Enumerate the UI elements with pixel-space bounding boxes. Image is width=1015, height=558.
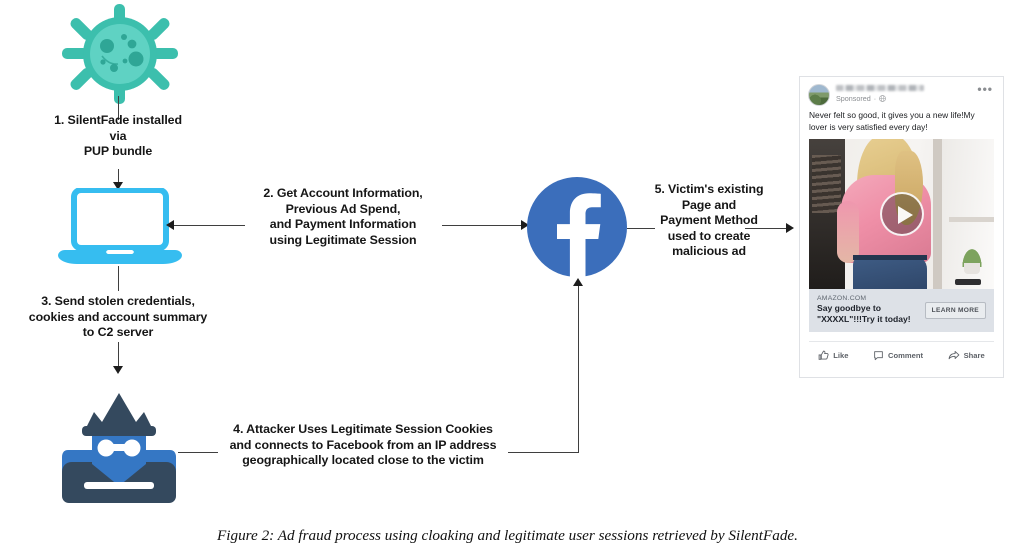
connector-facebook-to-ad-right [745, 228, 791, 229]
media-door-frame [933, 139, 942, 290]
step-2-label: 2. Get Account Information, Previous Ad … [263, 186, 423, 247]
media-remote [955, 279, 981, 286]
ad-post-header: Sponsored · ••• [800, 77, 1003, 108]
ad-video-thumbnail[interactable] [809, 139, 994, 290]
laptop-icon [58, 187, 182, 264]
cta-text-block: AMAZON.COM Say goodbye to "XXXXL"!!!Try … [817, 295, 919, 325]
arrowhead-virus-to-laptop [113, 182, 123, 190]
connector-facebook-to-laptop [442, 225, 527, 226]
share-arrow-icon [948, 351, 959, 360]
comment-bubble-icon [874, 351, 883, 361]
sponsored-label: Sponsored [836, 94, 871, 103]
media-person-belt [853, 255, 927, 261]
globe-icon [879, 95, 887, 102]
arrowhead-to-ad-card [786, 223, 794, 233]
share-label: Share [963, 351, 985, 361]
step-4-label: 4. Attacker Uses Legitimate Session Cook… [229, 422, 497, 468]
sponsored-label-row: Sponsored · [836, 94, 977, 103]
arrowhead-to-facebook-step4 [573, 278, 583, 286]
cta-domain: AMAZON.COM [817, 295, 867, 303]
connector-laptop-to-hacker-bottom [118, 342, 119, 369]
connector-laptop-to-hacker-top [118, 266, 119, 291]
node-victim-laptop [57, 187, 183, 266]
ad-page-name-redacted [836, 85, 924, 91]
node-attacker-c2-server [58, 388, 180, 504]
media-person-arm [837, 201, 859, 264]
connector-laptop-to-facebook [170, 225, 245, 226]
connector-step4-right [508, 452, 578, 453]
media-hanging-clothes [812, 155, 841, 214]
connector-hacker-to-step4-left [178, 452, 218, 453]
ad-action-bar: Like Comment Share [800, 342, 1003, 368]
node-silentfade-malware [62, 4, 178, 104]
play-button-icon[interactable] [879, 192, 924, 237]
media-person-jeans [853, 255, 927, 290]
ad-post-text: Never felt so good, it gives you a new l… [809, 110, 975, 132]
avatar [808, 84, 830, 106]
connector-step4-to-facebook-vertical [578, 286, 579, 453]
learn-more-button[interactable]: LEARN MORE [924, 301, 986, 319]
step-3-label: 3. Send stolen credentials, cookies and … [28, 294, 208, 340]
like-button[interactable]: Like [818, 350, 848, 361]
facebook-logo-icon [527, 177, 627, 277]
share-button[interactable]: Share [948, 350, 985, 361]
connector-virus-to-laptop-bottom [118, 169, 119, 185]
ad-call-to-action: AMAZON.COM Say goodbye to "XXXXL"!!!Try … [809, 289, 994, 333]
comment-button[interactable]: Comment [873, 350, 923, 361]
divider [809, 341, 994, 343]
connector-facebook-to-ad-left [627, 228, 655, 229]
comment-label: Comment [888, 351, 924, 361]
arrowhead-laptop-to-hacker [113, 366, 123, 374]
thumbs-up-icon [818, 350, 829, 360]
post-menu-icon[interactable]: ••• [977, 82, 993, 96]
like-label: Like [833, 351, 849, 361]
virus-icon [62, 4, 178, 104]
sponsored-separator: · [873, 94, 877, 103]
facebook-ad-card: Sponsored · ••• Never felt so good, it g… [799, 76, 1004, 378]
arrowhead-to-laptop [166, 220, 174, 230]
arrowhead-to-facebook-step2 [521, 220, 529, 230]
node-facebook [527, 177, 627, 277]
media-shelf [949, 217, 994, 223]
hacker-icon [62, 393, 176, 503]
step-5-label: 5. Victim's existing Page and Payment Me… [654, 182, 764, 259]
ad-page-meta: Sponsored · [836, 84, 977, 103]
step-1-label: 1. SilentFade installed via PUP bundle [54, 113, 182, 159]
media-plant-pot [964, 263, 980, 275]
connector-virus-to-laptop-top [118, 96, 119, 120]
cta-headline: Say goodbye to "XXXXL"!!!Try it today! [817, 303, 911, 325]
figure-caption: Figure 2: Ad fraud process using cloakin… [217, 527, 798, 544]
